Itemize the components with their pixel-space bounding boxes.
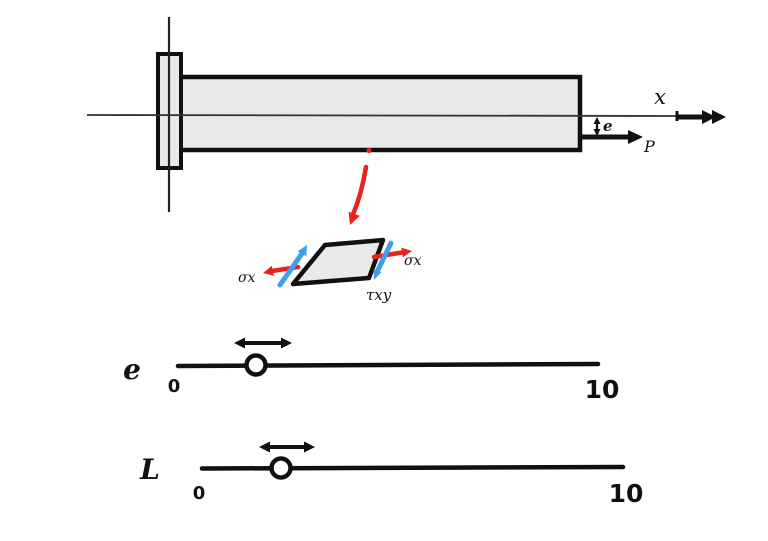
slider-l: L 0 10 (139, 441, 644, 508)
slider-l-handle[interactable] (269, 456, 293, 480)
sigma-x-right-arrowhead-icon (401, 247, 412, 258)
sigma-x-left-label: σx (238, 270, 256, 286)
slider-l-drag-left-head-icon (259, 441, 270, 453)
eccentricity-arrowhead-down-icon (593, 129, 601, 136)
slider-e-label: e (123, 353, 141, 386)
slider-l-track[interactable] (199, 464, 626, 471)
beam (177, 74, 583, 153)
zoom-pointer-arrowhead-icon (348, 211, 360, 225)
shear-arrow-left (277, 249, 306, 288)
stress-point-marker (366, 147, 372, 154)
load-label: P (643, 137, 655, 156)
zoom-pointer-arrow (349, 164, 369, 220)
slider-l-min-label: 0 (193, 483, 206, 504)
beam-diagram: x e P (86, 17, 726, 225)
slider-l-label: L (139, 453, 160, 486)
x-axis-label: x (654, 85, 666, 109)
load-arrowhead-icon (628, 130, 643, 144)
eccentricity-arrowhead-up-icon (593, 117, 601, 124)
stress-element: σx σx τxy (238, 237, 422, 304)
x-axis-arrowhead-icon (702, 110, 716, 124)
slider-e-max-label: 10 (585, 375, 620, 404)
x-axis-arrowhead2-icon (712, 110, 726, 124)
shear-arrow-right (374, 240, 394, 275)
slider-l-max-label: 10 (609, 479, 644, 508)
slider-e-track[interactable] (175, 361, 601, 369)
sigma-x-left-arrowhead-icon (263, 265, 274, 276)
slider-e-min-label: 0 (168, 376, 181, 397)
beam-centerline (86, 114, 679, 117)
eccentricity-label: e (603, 117, 613, 135)
tau-xy-label: τxy (366, 286, 392, 304)
slider-l-drag-right-head-icon (304, 441, 315, 453)
shear-arrow-left-head-icon (297, 245, 307, 257)
slider-e-drag-right-head-icon (281, 337, 292, 349)
slider-e-drag-left-head-icon (234, 337, 245, 349)
stress-element-face (290, 237, 386, 287)
slider-e: e 0 10 (123, 337, 620, 404)
slider-e-handle[interactable] (244, 353, 268, 377)
sigma-x-right-label: σx (404, 253, 422, 269)
shear-arrow-right-head-icon (373, 269, 382, 280)
